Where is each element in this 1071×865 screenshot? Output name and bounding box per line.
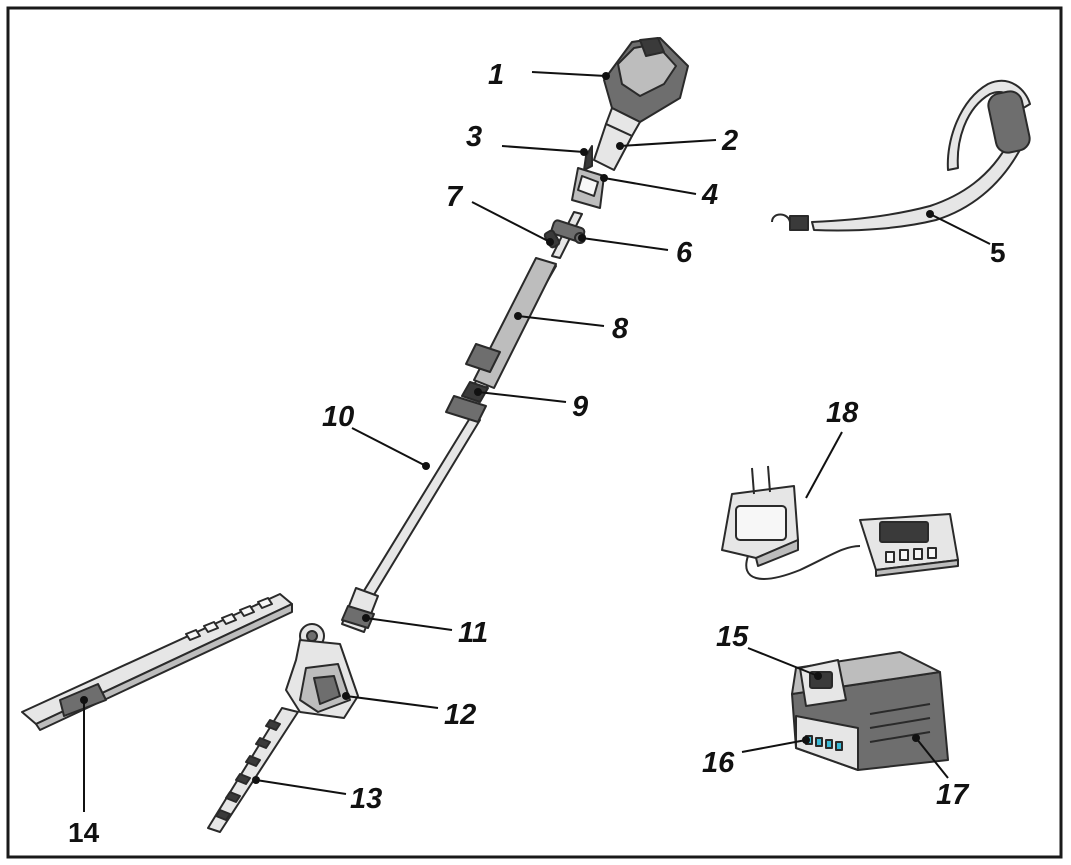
diagram-frame: [6, 6, 1063, 859]
switch-unit: [571, 167, 605, 209]
callout-label-18: 18: [826, 397, 859, 429]
callout-1: 1: [488, 59, 610, 91]
callout-label-11: 11: [458, 617, 488, 649]
callout-10: 10: [322, 401, 430, 470]
callout-13: 13: [252, 776, 382, 815]
callout-4: 4: [600, 174, 718, 211]
callout-2: 2: [616, 125, 738, 157]
callout-label-17: 17: [936, 779, 970, 811]
callout-label-6: 6: [676, 237, 693, 269]
callout-label-2: 2: [721, 125, 738, 157]
callout-label-16: 16: [702, 747, 735, 779]
callout-label-9: 9: [572, 391, 588, 423]
callout-6: 6: [578, 234, 693, 269]
callout-label-4: 4: [701, 179, 718, 211]
callout-label-1: 1: [488, 59, 504, 91]
blade-cover-illustration: [21, 593, 293, 731]
charger-illustration: [721, 465, 959, 580]
callout-8: 8: [514, 312, 629, 345]
callout-label-12: 12: [444, 699, 476, 731]
callout-label-8: 8: [612, 313, 629, 345]
callout-label-15: 15: [716, 621, 749, 653]
callout-9: 9: [474, 388, 588, 423]
callout-15: 15: [716, 621, 822, 680]
callout-12: 12: [342, 692, 476, 731]
callout-label-14: 14: [68, 817, 100, 848]
callout-18: 18: [805, 397, 859, 499]
callout-5: 5: [926, 210, 1006, 268]
hedge-trimmer-illustration: [207, 37, 689, 833]
callout-14: 14: [68, 696, 100, 848]
callout-17: 17: [912, 734, 970, 811]
clamp-assembly: [445, 343, 501, 423]
callout-label-10: 10: [322, 401, 354, 433]
callout-3: 3: [466, 121, 588, 156]
callout-16: 16: [702, 736, 810, 779]
cutter-blade: [207, 707, 299, 833]
shoulder-strap-illustration: [771, 79, 1031, 232]
gear-head: [285, 639, 359, 719]
battery-pack-illustration: [791, 651, 949, 771]
callout-label-7: 7: [446, 181, 464, 213]
callout-7: 7: [446, 181, 554, 246]
callout-11: 11: [362, 614, 488, 649]
callout-label-13: 13: [350, 783, 382, 815]
motor-housing: [603, 37, 689, 137]
callout-label-3: 3: [466, 121, 482, 153]
callout-label-5: 5: [990, 237, 1006, 268]
